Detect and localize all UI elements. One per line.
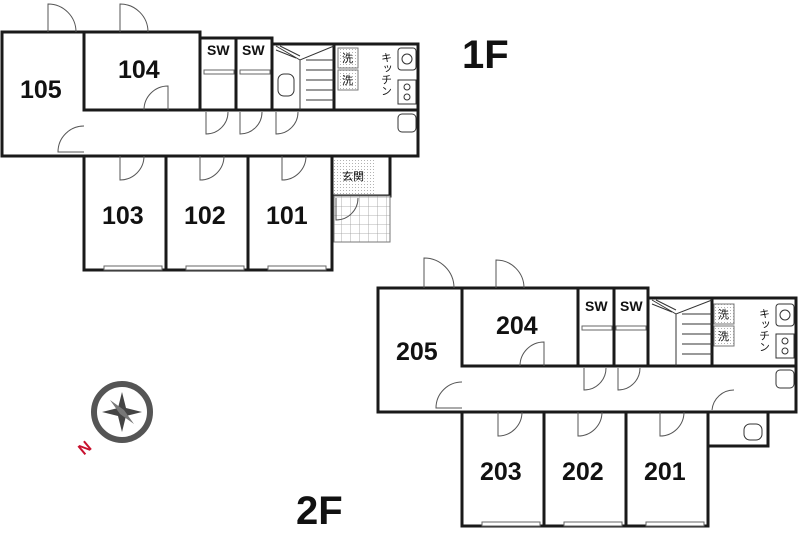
compass-north-label: N — [75, 438, 95, 458]
sink-icon — [397, 47, 417, 71]
washer-label: 洗 — [718, 330, 729, 343]
sw-label: SW — [207, 42, 230, 58]
floor-1f-plan: 1F 105 104 103 102 101 SW SW 洗 洗 キッチン 玄関 — [0, 3, 509, 272]
room-label: 202 — [562, 458, 604, 486]
floor-label-2f: 2F — [296, 489, 343, 533]
kitchen-label: キッチン — [380, 52, 393, 96]
stairs-2f — [651, 299, 713, 366]
compass-icon: N — [75, 381, 153, 459]
sw-label: SW — [620, 298, 643, 314]
floor-2f-plan: 2F 205 204 203 202 201 SW SW 洗 洗 キッチン — [296, 257, 798, 533]
toilet-1f — [277, 73, 295, 97]
door-104 — [119, 3, 149, 33]
room-label: 102 — [184, 202, 226, 230]
sw-walls-2f — [578, 286, 650, 366]
kitchen-label: キッチン — [758, 308, 771, 352]
washer-label: 洗 — [342, 74, 353, 87]
stove-icon — [397, 79, 417, 105]
room-label: 204 — [496, 312, 538, 340]
floor-label-1f: 1F — [462, 33, 509, 77]
room-label: 101 — [266, 202, 308, 230]
stair-kitchen-walls-1f — [272, 42, 420, 110]
sw-label: SW — [242, 42, 265, 58]
room-label: 105 — [20, 76, 62, 104]
entrance-label: 玄関 — [342, 169, 364, 183]
room-label: 203 — [480, 458, 522, 486]
sw-walls-1f — [200, 36, 274, 110]
room-label: 103 — [102, 202, 144, 230]
door-105 — [47, 3, 77, 33]
stair-kitchen-walls-2f — [648, 296, 798, 366]
stove-icon — [775, 333, 795, 359]
sink-icon — [775, 303, 795, 327]
toilet-2f — [743, 423, 763, 441]
room-label: 104 — [118, 56, 160, 84]
stairs-1f — [275, 45, 335, 110]
sw-label: SW — [585, 298, 608, 314]
room-label: 201 — [644, 458, 686, 486]
room-label: 205 — [396, 338, 438, 366]
room-104-walls — [84, 30, 202, 110]
toilet-walls-2f — [706, 412, 770, 448]
washer-label: 洗 — [342, 52, 353, 65]
washer-label: 洗 — [718, 308, 729, 321]
